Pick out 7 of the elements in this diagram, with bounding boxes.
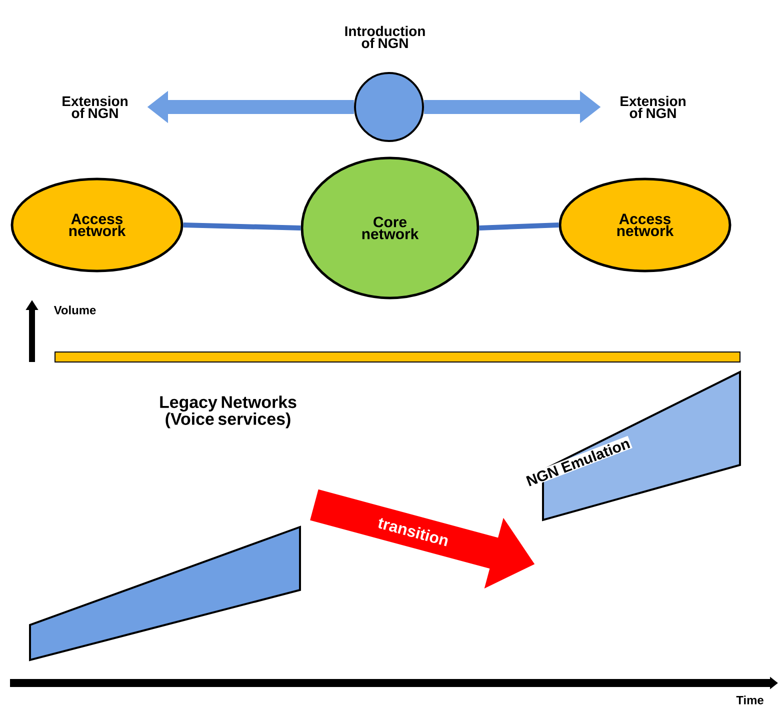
axis-label: Time: [736, 696, 764, 704]
node-label: Introduction of NGN: [345, 26, 425, 48]
label-text: Extension of NGN: [62, 96, 128, 118]
section-title: Legacy Networks (Voice services): [160, 396, 296, 428]
axis-label: Volume: [54, 306, 96, 314]
circle-node: Introduction of NGN: [345, 26, 425, 142]
label-text: Extension of NGN: [620, 96, 686, 118]
